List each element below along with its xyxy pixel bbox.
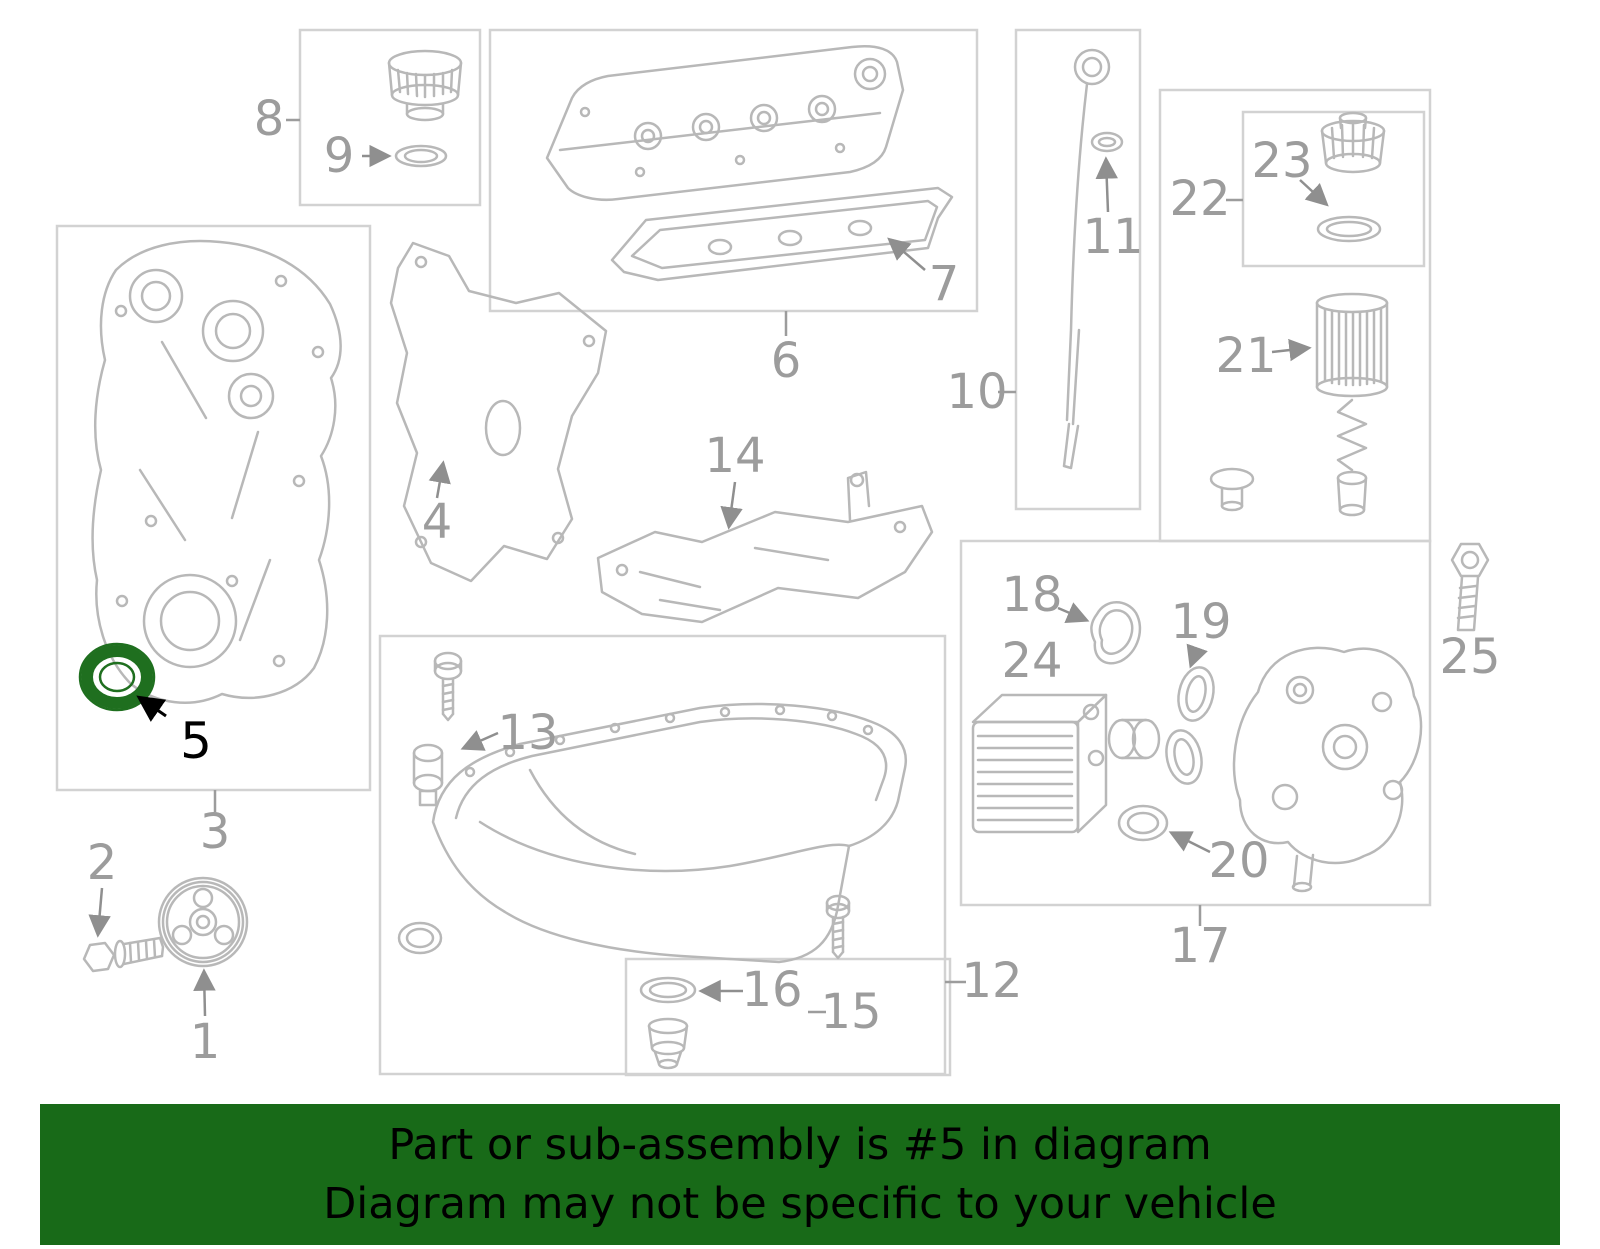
box-timing-cover [55,224,372,792]
valve-cover-gasket-drawing [610,186,954,282]
callout-1: 1 [189,1014,221,1070]
valve-cover-drawing [545,45,905,201]
leader-ticks [213,118,1243,1014]
timing-cover-gasket-drawing [389,241,608,583]
box-oil-filter-housing [959,539,1432,907]
leader-arrows [88,144,1329,1017]
callout-13: 13 [497,705,559,761]
callout-17: 17 [1169,918,1231,974]
callout-21: 21 [1215,328,1277,384]
callout-3: 3 [199,804,231,860]
filter-check-valve-drawing [1209,467,1255,512]
callout-9: 9 [323,128,355,184]
callout-4: 4 [421,494,453,550]
box-drain-plug [624,957,952,1077]
adapter-seal-drawing [1117,804,1169,842]
section-boxes [55,28,1432,1077]
pan-bolt-drawing [825,894,851,960]
callout-14: 14 [704,428,766,484]
callout-20: 20 [1208,833,1270,889]
oil-baffle-drawing [596,470,934,624]
crank-pulley-drawing [157,876,249,968]
bushing-drawing [1107,718,1161,760]
vehicle-note-banner: Part or sub-assembly is #5 in diagram Di… [40,1104,1560,1245]
callout-11: 11 [1082,209,1144,265]
callout-15: 15 [820,984,882,1040]
filter-bypass-valve-drawing [1336,398,1368,517]
callout-24: 24 [1001,633,1063,689]
dipstick-drawing [1062,48,1111,470]
banner-line-2: Diagram may not be specific to your vehi… [323,1178,1277,1229]
crankshaft-front-seal-drawing [78,642,156,712]
oil-filter-housing-drawing [1232,646,1423,893]
oil-pan-drawing [431,702,908,964]
callout-22: 22 [1169,171,1231,227]
box-oil-cap [298,28,482,207]
crank-bolt-drawing [82,936,165,973]
oil-pan-seal-drawing [397,921,443,955]
callout-6: 6 [770,333,802,389]
callout-10: 10 [946,364,1008,420]
callout-8: 8 [253,91,285,147]
oil-pan-bolt-drawing [433,651,463,722]
oil-filter-adapter-gasket-drawing [1165,666,1215,785]
drain-plug-drawing [647,1017,689,1070]
box-valve-cover [488,28,979,313]
callout-5-highlighted: 5 [180,712,212,770]
oil-filter-element-drawing [1315,292,1389,398]
callout-16: 16 [741,962,803,1018]
callout-18: 18 [1001,567,1063,623]
box-filter-cap [1241,110,1426,268]
timing-cover-drawing [91,239,342,704]
box-dipstick [1014,28,1142,511]
drain-plug-seal-drawing [639,976,697,1004]
oil-level-sensor-drawing [412,743,444,807]
oil-filter-cap-drawing [1316,111,1386,243]
dipstick-seal-drawing [1090,131,1124,153]
callout-19: 19 [1170,594,1232,650]
cooler-gasket-drawing [1090,601,1142,665]
callout-12: 12 [961,953,1023,1009]
filler-cap-seal-drawing [394,144,448,168]
oil-cooler-drawing [971,693,1108,834]
banner-line-1: Part or sub-assembly is #5 in diagram [388,1120,1212,1171]
callout-7: 7 [928,256,960,312]
oil-filler-cap-drawing [387,49,463,122]
callout-25: 25 [1439,629,1501,685]
callout-23: 23 [1251,133,1313,189]
callout-2: 2 [86,835,118,891]
housing-bolt-drawing [1450,542,1490,632]
